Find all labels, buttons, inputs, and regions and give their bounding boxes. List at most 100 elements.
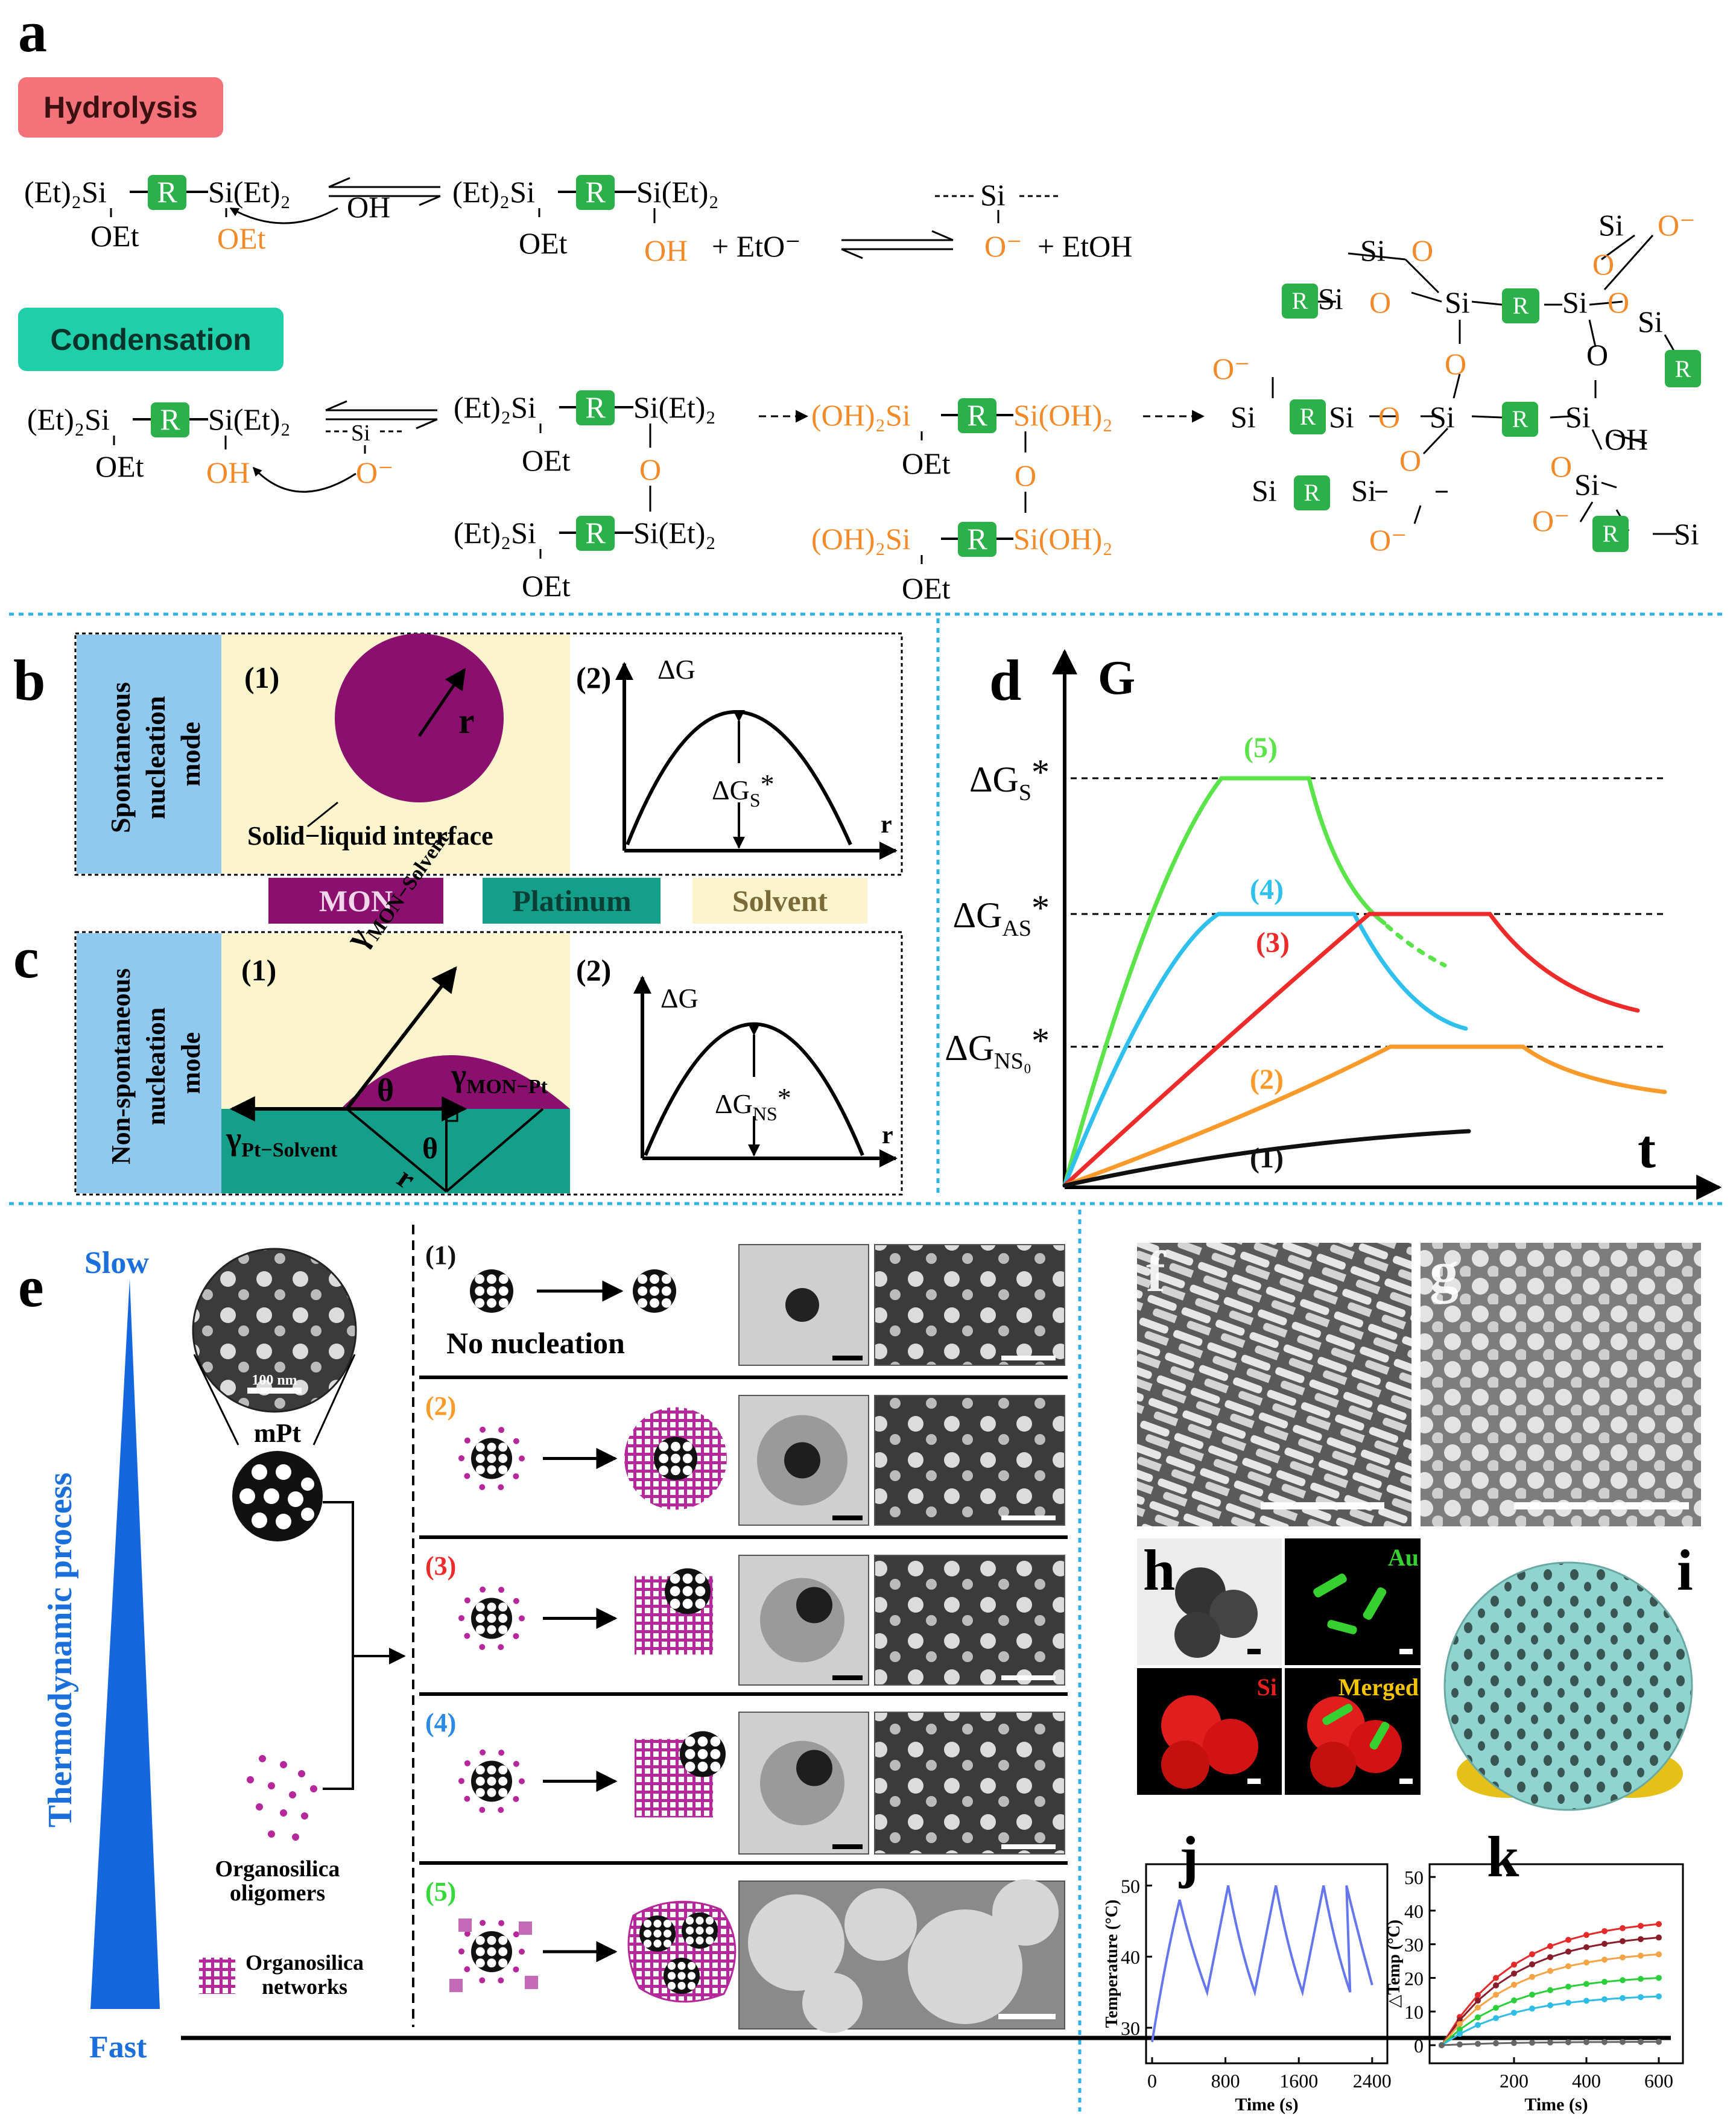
svg-text:R: R <box>157 175 177 209</box>
k-series-1 <box>1440 1937 1659 2046</box>
panel-label-j: j <box>1179 1824 1199 1889</box>
platinum-substrate <box>221 1109 570 1193</box>
k-ytick-label: 0 <box>1414 2035 1424 2057</box>
curve-label-4: (4) <box>1250 874 1284 906</box>
d-x-label: t <box>1638 1120 1656 1179</box>
svg-text:R: R <box>585 516 606 550</box>
e-row-tem-shell <box>760 1578 844 1663</box>
condensation-badge <box>18 308 284 371</box>
e-row-number: (4) <box>425 1708 456 1738</box>
curve-4 <box>1062 912 1468 1188</box>
svg-text:Si: Si <box>1329 400 1354 434</box>
j-xtick-label: 800 <box>1211 2070 1240 2092</box>
e-row-sem-blob-1 <box>844 1888 917 1961</box>
equilibrium-arrow-3 <box>325 400 438 430</box>
level-label-2: ΔGNS₀* <box>945 1021 1050 1074</box>
panel-label-h: h <box>1143 1538 1175 1602</box>
svg-text:O: O <box>1411 233 1433 267</box>
k-ytick-label: 30 <box>1404 1934 1424 1956</box>
e-row-sem-scalebar <box>1001 1675 1056 1680</box>
j-temperature-line <box>1151 1885 1373 2042</box>
svg-text:R: R <box>1292 287 1308 314</box>
panel-b-mode-line3: mode <box>175 722 206 786</box>
svg-text:Si(OH)₂: Si(OH)₂ <box>1013 522 1113 556</box>
g-scalebar <box>1514 1502 1689 1509</box>
thermodynamic-axis-label: Thermodynamic process <box>42 1473 79 1828</box>
panel-c-sub2: (2) <box>576 953 611 987</box>
e-row-oligomer-dots <box>458 1586 525 1651</box>
e-row-mpt-a <box>639 1915 676 1952</box>
panel-c-mode-box <box>77 933 221 1193</box>
k-series-5 <box>1441 2040 1659 2046</box>
hydrolysis-product: (Et)₂Si R Si(Et)₂ OEt OH + EtO⁻ <box>452 175 801 267</box>
svg-text:θ: θ <box>422 1131 438 1165</box>
curve-label-1: (1) <box>1250 1142 1284 1174</box>
e-row-tem-core <box>796 1587 832 1623</box>
svg-text:OH: OH <box>1605 422 1648 456</box>
j-ytick-label: 40 <box>1121 1946 1140 1968</box>
j-xtick-label: 2400 <box>1353 2070 1392 2092</box>
k-series-0 <box>1440 1923 1659 2046</box>
panel-b-energy-plot: ΔGS* ΔG r <box>615 654 898 860</box>
svg-text:θ: θ <box>377 1072 394 1108</box>
svg-text:r: r <box>882 1122 893 1149</box>
svg-text:O: O <box>1608 285 1629 319</box>
mixing-connector <box>323 1501 406 1790</box>
oligomers-line2: oligomers <box>230 1880 325 1906</box>
condensation-reactant: (Et)₂Si R Si(Et)₂ OEt OH Si O⁻ <box>27 402 404 493</box>
curve-label-2: (2) <box>1250 1064 1284 1096</box>
svg-text:Si(OH)₂: Si(OH)₂ <box>1013 398 1113 432</box>
networks-swatch <box>199 1958 235 1994</box>
legend-mon-label: MON <box>319 884 393 918</box>
e-row-number: (1) <box>425 1240 456 1270</box>
panel-b-mode-box <box>77 635 221 874</box>
svg-text:(Et)₂Si: (Et)₂Si <box>452 175 535 209</box>
level-label-0: ΔGS* <box>969 752 1050 805</box>
svg-text:Si: Si <box>980 178 1006 212</box>
svg-text:Si: Si <box>1231 400 1256 434</box>
k-ytick-label: 50 <box>1404 1867 1424 1888</box>
e-row-sem-scalebar <box>1001 1356 1056 1360</box>
svg-text:Si: Si <box>1445 285 1470 319</box>
svg-text:Si: Si <box>1574 468 1600 501</box>
curve-5 <box>1062 776 1387 1188</box>
h-au-label: Au <box>1388 1544 1419 1571</box>
svg-text:OEt: OEt <box>519 226 568 260</box>
svg-text:O: O <box>1550 449 1572 483</box>
svg-text:100 nm: 100 nm <box>252 1373 297 1388</box>
panel-label-d: d <box>989 648 1021 712</box>
svg-text:R: R <box>967 522 987 556</box>
e-row-mpt-before <box>471 1931 512 1972</box>
curve-label-3: (3) <box>1256 927 1290 959</box>
siloxane-network: R R R R R R R Si O Si O⁻ O Si O Si Si O … <box>1212 208 1701 557</box>
svg-text:OEt: OEt <box>522 569 571 603</box>
svg-text:Si: Si <box>1430 400 1455 434</box>
svg-text:Si: Si <box>1638 305 1663 338</box>
panel-c-frame <box>74 931 903 1196</box>
svg-text:R: R <box>160 402 180 436</box>
svg-text:Si: Si <box>1598 208 1624 242</box>
thermodynamic-wedge <box>90 1279 160 2009</box>
f-scalebar <box>1261 1502 1384 1509</box>
panel-c-sub1: (1) <box>241 953 276 987</box>
svg-text:OEt: OEt <box>522 443 571 477</box>
e-row-mpt-c <box>664 1958 700 1994</box>
slow-label: Slow <box>84 1246 149 1280</box>
svg-text:Si: Si <box>1318 282 1343 316</box>
panel-h-images <box>1137 1538 1421 1795</box>
e-row-sem-scalebar <box>998 2014 1056 2019</box>
svg-text:Si: Si <box>1674 517 1699 551</box>
svg-text:O⁻: O⁻ <box>984 229 1022 263</box>
svg-text:OEt: OEt <box>902 571 951 605</box>
k-series-2 <box>1440 1953 1659 2046</box>
condensation-label: Condensation <box>50 323 251 357</box>
panel-c-mode-line2: nucleation <box>141 1008 171 1126</box>
svg-text:O: O <box>1399 443 1421 477</box>
e-row-4: (4) <box>419 1692 1068 1855</box>
silanolate-ion: Si O⁻ + EtOH <box>935 178 1132 263</box>
svg-text:(OH)₂Si: (OH)₂Si <box>811 522 911 556</box>
e-row-sem <box>874 1244 1065 1366</box>
e-row-5: (5) <box>419 1861 1068 2033</box>
svg-text:OH: OH <box>206 455 250 489</box>
